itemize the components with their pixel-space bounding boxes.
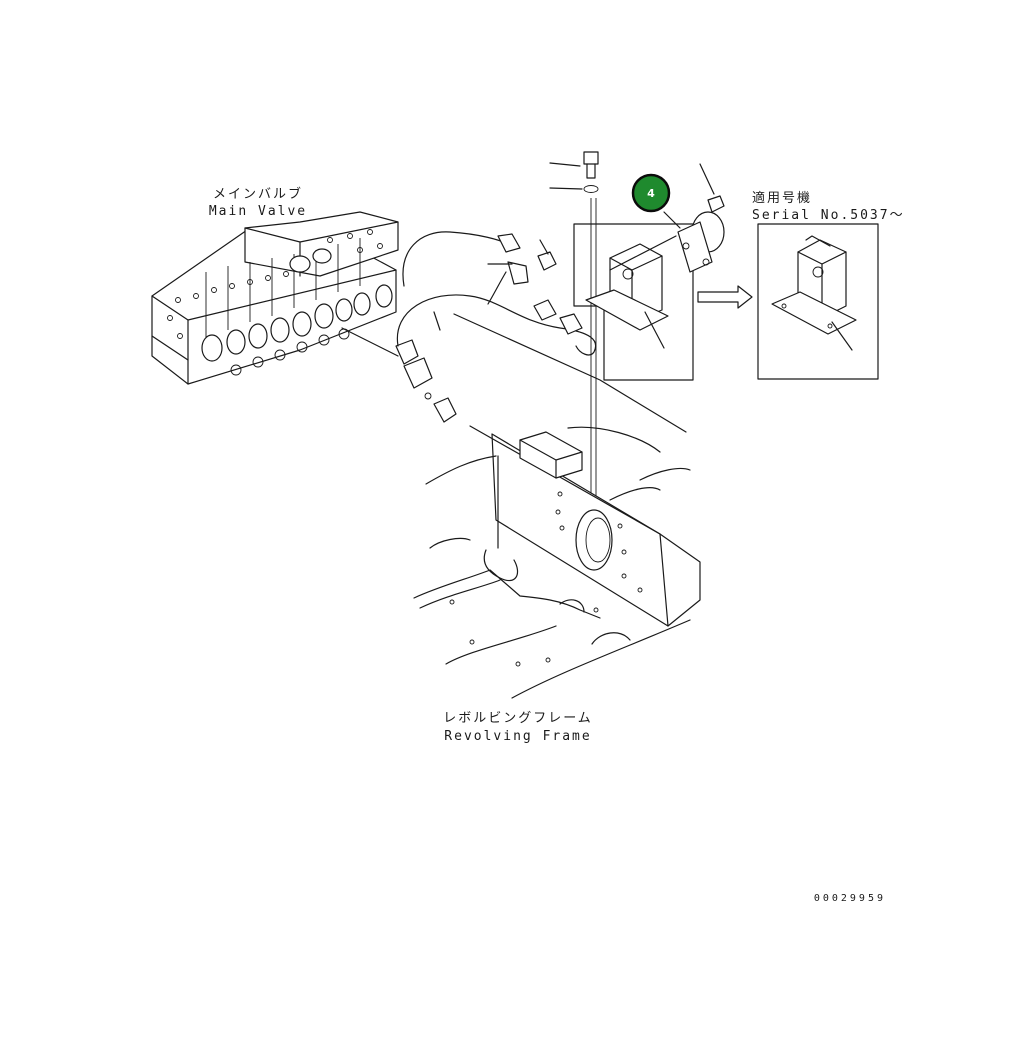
arrow-icon	[697, 285, 753, 309]
main-valve-label-jp: メインバルブ	[213, 186, 303, 202]
revolving-frame-label-en: Revolving Frame	[444, 729, 591, 744]
bolt-and-washer	[549, 151, 599, 520]
revolving-frame	[413, 313, 701, 699]
applicable-models-label-jp: 適用号機	[752, 190, 812, 206]
callout-number: 4	[647, 187, 655, 200]
serial-number-label: Serial No.5037～	[752, 208, 905, 223]
wiring-harness	[396, 231, 597, 356]
serial-variant-detail	[757, 223, 879, 380]
pressure-sensor	[341, 327, 457, 423]
drawing-number: 00029959	[814, 893, 886, 904]
revolving-frame-label-jp: レボルビングフレーム	[443, 711, 593, 726]
main-valve-assembly	[151, 211, 399, 385]
main-valve-label-en: Main Valve	[209, 204, 307, 219]
callout-4-badge: 4	[631, 173, 671, 213]
horn-bracket-detail	[573, 163, 725, 381]
